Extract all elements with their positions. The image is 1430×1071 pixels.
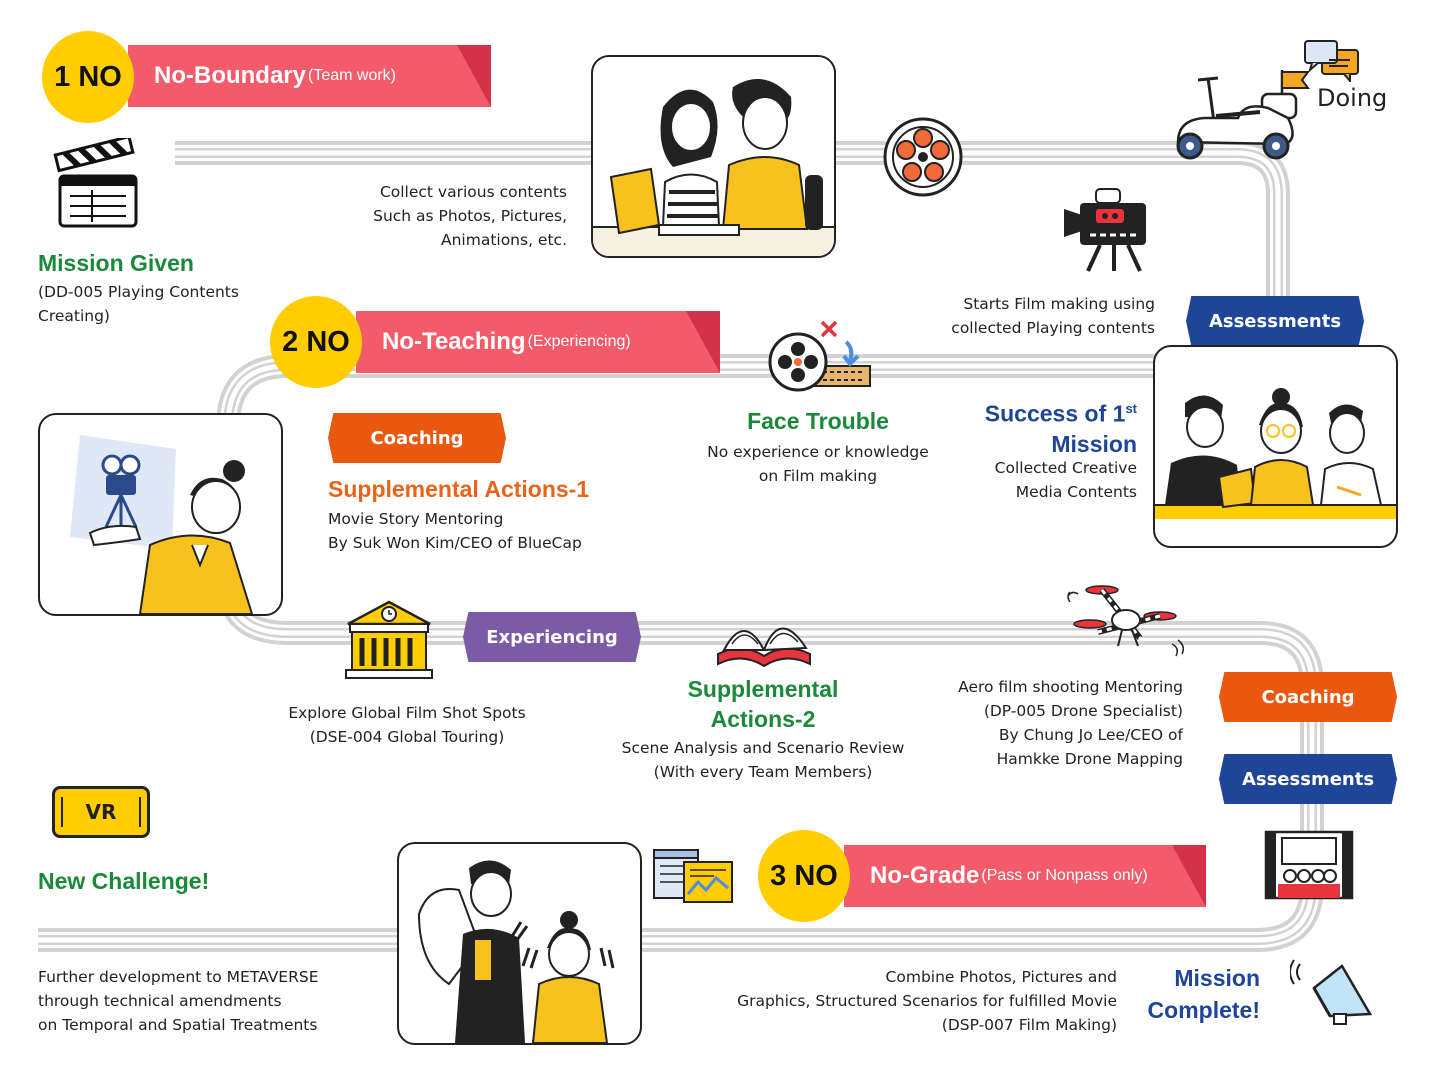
face-trouble-line-2: on Film making	[758, 467, 878, 485]
supplemental-2-title-line-2: Actions-2	[710, 706, 816, 732]
supplemental-1-title: Supplemental Actions-1	[328, 476, 590, 502]
movie-theater-icon	[1264, 830, 1354, 900]
supplemental-2-title: Supplemental Actions-2	[640, 674, 886, 734]
coaching-badge-2: Coaching	[1219, 672, 1397, 722]
supplemental-2-desc: Scene Analysis and Scenario Review (With…	[610, 736, 916, 784]
stage-1-banner: No-Boundary(Team work)	[128, 45, 491, 107]
team-work-illustration	[591, 55, 836, 258]
starts-film-text: Starts Film making using collected Playi…	[900, 292, 1155, 340]
mission-given-title: Mission Given	[38, 250, 194, 276]
combine-text: Combine Photos, Pictures and Graphics, S…	[700, 965, 1117, 1037]
coaching-badge-2-label: Coaching	[1261, 686, 1355, 708]
explore-spots-text: Explore Global Film Shot Spots (DSE-004 …	[272, 701, 542, 749]
assessments-badge-2: Assessments	[1219, 754, 1397, 804]
supplemental-2-line-1: Scene Analysis and Scenario Review	[621, 739, 905, 757]
celebrating-pair-illustration	[397, 842, 642, 1045]
collect-line-1: Collect various contents	[379, 183, 567, 201]
mission-given-line-1: (DD-005 Playing Contents	[38, 283, 239, 301]
documents-chart-icon	[653, 849, 733, 903]
success-title-part-b: Mission	[1051, 430, 1137, 457]
supplemental-2-title-line-1: Supplemental	[687, 676, 839, 702]
stage-3-subtitle: (Pass or Nonpass only)	[981, 867, 1148, 884]
stage-1-subtitle: (Team work)	[308, 67, 397, 84]
success-team-illustration	[1153, 345, 1398, 548]
starts-film-line-2: collected Playing contents	[951, 319, 1155, 337]
mission-given-line-2: Creating)	[38, 307, 110, 325]
combine-line-3: (DSP-007 Film Making)	[941, 1016, 1117, 1034]
mission-complete-line-2: Complete!	[1147, 997, 1260, 1023]
stage-3-number: 3 NO	[770, 859, 838, 892]
chat-bubbles-icon	[1304, 40, 1359, 82]
aero-line-4: Hamkke Drone Mapping	[996, 750, 1183, 768]
new-challenge-title: New Challenge!	[38, 868, 210, 894]
clapperboard-icon	[53, 138, 138, 228]
museum-building-icon	[345, 600, 433, 679]
new-challenge-desc: Further development to METAVERSE through…	[38, 965, 319, 1037]
new-challenge-line-3: on Temporal and Spatial Treatments	[38, 1016, 318, 1034]
stage-1-number: 1 NO	[54, 60, 122, 93]
collect-contents-text: Collect various contents Such as Photos,…	[330, 180, 567, 252]
face-trouble-desc: No experience or knowledge on Film makin…	[690, 440, 946, 488]
collect-line-2: Such as Photos, Pictures,	[373, 207, 567, 225]
mission-complete-line-1: Mission	[1174, 965, 1260, 991]
scooter-icon	[1176, 76, 1298, 160]
coaching-badge-1-label: Coaching	[370, 427, 464, 449]
filming-girl-illustration	[38, 413, 283, 616]
success-mission-desc: Collected Creative Media Contents	[940, 456, 1137, 504]
success-desc-line-1: Collected Creative	[994, 459, 1137, 477]
stage-2-number: 2 NO	[282, 325, 350, 358]
movie-camera-icon	[1064, 188, 1146, 272]
success-title-sup: st	[1125, 401, 1137, 416]
stage-3-banner: No-Grade(Pass or Nonpass only)	[844, 845, 1206, 907]
combine-line-2: Graphics, Structured Scenarios for fulfi…	[737, 992, 1117, 1010]
face-trouble-title: Face Trouble	[747, 408, 889, 434]
open-book-icon	[717, 627, 811, 668]
coaching-badge-1: Coaching	[328, 413, 506, 463]
assessments-badge-1: Assessments	[1186, 296, 1364, 346]
explore-line-2: (DSE-004 Global Touring)	[309, 728, 505, 746]
aero-line-2: (DP-005 Drone Specialist)	[983, 702, 1183, 720]
film-trouble-icon	[768, 320, 871, 392]
mission-given-desc: (DD-005 Playing Contents Creating)	[38, 280, 239, 328]
success-mission-title: Success of 1st Mission	[940, 394, 1137, 459]
aero-mentoring-text: Aero film shooting Mentoring (DP-005 Dro…	[930, 675, 1183, 771]
supplemental-1-line-2: By Suk Won Kim/CEO of BlueCap	[328, 534, 582, 552]
stage-1-title: No-Boundary	[154, 62, 306, 89]
supplemental-2-line-2: (With every Team Members)	[653, 763, 873, 781]
megaphone-icon	[1290, 959, 1373, 1025]
success-desc-line-2: Media Contents	[1015, 483, 1137, 501]
vr-headset-icon: VR	[52, 786, 150, 838]
aero-line-3: By Chung Jo Lee/CEO of	[998, 726, 1183, 744]
stage-2-title: No-Teaching	[382, 328, 526, 355]
experiencing-badge: Experiencing	[463, 612, 641, 662]
starts-film-line-1: Starts Film making using	[963, 295, 1155, 313]
assessments-badge-1-label: Assessments	[1208, 310, 1342, 332]
explore-line-1: Explore Global Film Shot Spots	[288, 704, 526, 722]
stage-3-number-circle: 3 NO	[758, 830, 850, 922]
mission-complete-title: Mission Complete!	[1130, 962, 1260, 1026]
assessments-badge-2-label: Assessments	[1241, 768, 1375, 790]
collect-line-3: Animations, etc.	[440, 231, 567, 249]
face-trouble-line-1: No experience or knowledge	[707, 443, 929, 461]
stage-2-number-circle: 2 NO	[270, 296, 362, 388]
experiencing-badge-label: Experiencing	[486, 626, 618, 648]
aero-line-1: Aero film shooting Mentoring	[958, 678, 1183, 696]
success-title-part-a: Success of 1	[984, 400, 1126, 427]
stage-3-title: No-Grade	[870, 862, 980, 889]
vr-label: VR	[85, 800, 117, 824]
drone-icon	[1067, 585, 1185, 657]
film-reel-icon	[883, 117, 963, 197]
new-challenge-line-1: Further development to METAVERSE	[38, 968, 319, 986]
supplemental-1-desc: Movie Story Mentoring By Suk Won Kim/CEO…	[328, 507, 582, 555]
combine-line-1: Combine Photos, Pictures and	[885, 968, 1117, 986]
stage-1-number-circle: 1 NO	[42, 31, 134, 123]
stage-2-banner: No-Teaching(Experiencing)	[356, 311, 720, 373]
supplemental-1-line-1: Movie Story Mentoring	[328, 510, 504, 528]
doing-label: Doing	[1317, 84, 1388, 112]
stage-2-subtitle: (Experiencing)	[527, 333, 631, 350]
new-challenge-line-2: through technical amendments	[38, 992, 282, 1010]
